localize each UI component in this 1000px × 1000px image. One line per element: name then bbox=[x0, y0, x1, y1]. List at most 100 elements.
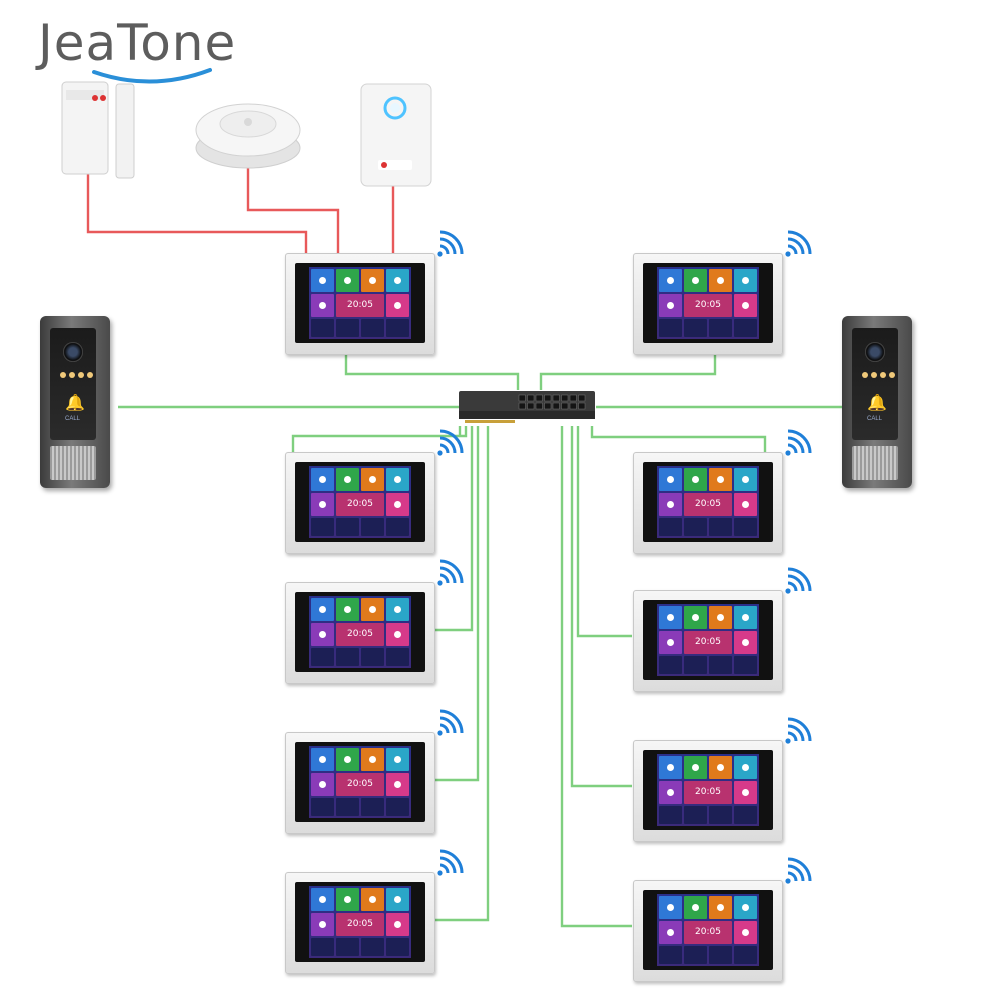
menu-bar bbox=[361, 647, 384, 666]
switch-port bbox=[561, 394, 569, 402]
menu-bar bbox=[361, 318, 384, 337]
switch-port bbox=[552, 402, 560, 410]
menu-bar bbox=[659, 805, 682, 824]
menu-bar bbox=[361, 937, 384, 956]
indoor-monitor-2[interactable]: 20:05 bbox=[633, 253, 783, 355]
cable-monitor-right-4 bbox=[560, 426, 632, 928]
settings-tile-icon bbox=[386, 748, 409, 771]
cable-monitor-left-3 bbox=[432, 426, 480, 782]
logo-text: JeaTone bbox=[38, 14, 237, 72]
intercom-tile-icon bbox=[659, 756, 682, 779]
monitor-tile-icon bbox=[684, 269, 707, 292]
menu-bar bbox=[361, 797, 384, 816]
intercom-tile-icon bbox=[659, 896, 682, 919]
alarm-tile-icon bbox=[311, 492, 334, 516]
menu-bar bbox=[386, 318, 409, 337]
door-station-left: 🔔 CALL bbox=[40, 316, 110, 488]
intercom-tile-icon bbox=[311, 748, 334, 771]
menu-bar bbox=[361, 517, 384, 536]
speaker-grill bbox=[852, 446, 898, 480]
dnd-tile-icon bbox=[386, 293, 409, 317]
menu-bar bbox=[311, 517, 334, 536]
monitor-home-ui: 20:05 bbox=[657, 754, 759, 826]
bell-icon[interactable]: 🔔 bbox=[867, 395, 887, 412]
menu-bar bbox=[659, 318, 682, 337]
indoor-monitor-6[interactable]: 20:05 bbox=[633, 590, 783, 692]
switch-port bbox=[569, 402, 577, 410]
settings-tile-icon bbox=[386, 269, 409, 292]
alarm-tile-icon bbox=[311, 912, 334, 936]
menu-bar bbox=[386, 937, 409, 956]
monitor-home-ui: 20:05 bbox=[309, 466, 411, 538]
call-log-tile-icon bbox=[709, 468, 732, 491]
brand-logo: JeaTone bbox=[38, 18, 236, 68]
indoor-monitor-4[interactable]: 20:05 bbox=[633, 452, 783, 554]
clock-display: 20:05 bbox=[684, 920, 732, 944]
menu-bar bbox=[684, 517, 707, 536]
switch-port bbox=[535, 402, 543, 410]
dnd-tile-icon bbox=[386, 622, 409, 646]
call-log-tile-icon bbox=[709, 606, 732, 629]
indoor-monitor-3[interactable]: 20:05 bbox=[285, 452, 435, 554]
clock-display: 20:05 bbox=[684, 780, 732, 804]
indoor-monitor-7[interactable]: 20:05 bbox=[285, 732, 435, 834]
smoke-detector-icon bbox=[195, 103, 301, 169]
menu-bar bbox=[684, 655, 707, 674]
wifi-icon bbox=[437, 709, 464, 736]
wifi-icon bbox=[437, 230, 464, 257]
menu-bar bbox=[659, 517, 682, 536]
wifi-icon bbox=[785, 567, 812, 594]
menu-bar bbox=[336, 318, 359, 337]
cable-monitor-right-3 bbox=[570, 426, 632, 788]
indoor-monitor-8[interactable]: 20:05 bbox=[633, 740, 783, 842]
wifi-icon bbox=[785, 230, 812, 257]
menu-bar bbox=[659, 655, 682, 674]
dnd-tile-icon bbox=[734, 492, 757, 516]
indoor-monitor-10[interactable]: 20:05 bbox=[633, 880, 783, 982]
indoor-monitor-5[interactable]: 20:05 bbox=[285, 582, 435, 684]
alarm-wire-smoke-detector bbox=[246, 168, 340, 257]
alarm-tile-icon bbox=[659, 630, 682, 654]
settings-tile-icon bbox=[386, 888, 409, 911]
menu-bar bbox=[734, 945, 757, 964]
door-station-face: 🔔 CALL bbox=[50, 328, 96, 440]
indoor-monitor-1[interactable]: 20:05 bbox=[285, 253, 435, 355]
menu-bar bbox=[311, 797, 334, 816]
menu-bar bbox=[336, 797, 359, 816]
call-label: CALL bbox=[867, 416, 883, 422]
indoor-monitor-9[interactable]: 20:05 bbox=[285, 872, 435, 974]
door-station-face: 🔔 CALL bbox=[852, 328, 898, 440]
wifi-icon bbox=[437, 849, 464, 876]
switch-port bbox=[535, 394, 543, 402]
ir-led-icon bbox=[862, 372, 895, 378]
alarm-tile-icon bbox=[311, 772, 334, 796]
intercom-tile-icon bbox=[659, 468, 682, 491]
cable-monitor-right-2 bbox=[576, 426, 632, 638]
camera-icon bbox=[63, 342, 83, 362]
monitor-screen: 20:05 bbox=[643, 263, 773, 343]
monitor-tile-icon bbox=[336, 748, 359, 771]
logo-swoosh-icon bbox=[92, 68, 212, 84]
clock-display: 20:05 bbox=[336, 912, 384, 936]
call-log-tile-icon bbox=[709, 896, 732, 919]
call-log-tile-icon bbox=[361, 748, 384, 771]
monitor-tile-icon bbox=[336, 468, 359, 491]
switch-port bbox=[578, 402, 586, 410]
monitor-home-ui: 20:05 bbox=[309, 746, 411, 818]
switch-port bbox=[569, 394, 577, 402]
intercom-tile-icon bbox=[659, 606, 682, 629]
menu-bar bbox=[734, 517, 757, 536]
intercom-tile-icon bbox=[311, 888, 334, 911]
menu-bar bbox=[684, 318, 707, 337]
cable-monitor-top-left bbox=[344, 352, 520, 390]
wifi-icon bbox=[437, 559, 464, 586]
monitor-home-ui: 20:05 bbox=[309, 267, 411, 339]
door-station-right: 🔔 CALL bbox=[842, 316, 912, 488]
menu-bar bbox=[734, 318, 757, 337]
dnd-tile-icon bbox=[386, 912, 409, 936]
bell-icon[interactable]: 🔔 bbox=[65, 395, 85, 412]
clock-display: 20:05 bbox=[684, 630, 732, 654]
monitor-screen: 20:05 bbox=[295, 592, 425, 672]
menu-bar bbox=[311, 937, 334, 956]
monitor-tile-icon bbox=[684, 606, 707, 629]
